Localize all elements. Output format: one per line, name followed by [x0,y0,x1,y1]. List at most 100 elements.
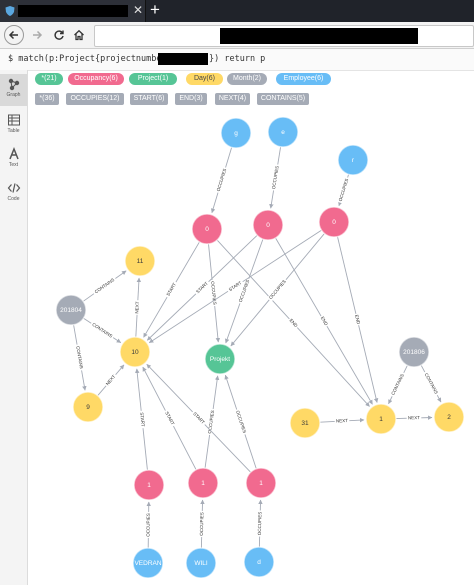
relationship-label: NEXT [134,301,140,314]
day-node[interactable]: 1 [365,403,397,435]
relationship-label: END [288,318,299,329]
day-node-circle[interactable] [72,391,104,423]
occupancy-node-circle[interactable] [191,213,223,245]
sidebar-item-label: Text [8,162,19,168]
rel-tag-all[interactable]: *(36) [35,93,59,105]
sidebar-item-label: Code [7,196,20,202]
day-node-circle[interactable] [289,407,321,439]
sidebar-item-label: Table [7,128,20,134]
node-caption: 9 [86,404,90,411]
occupancy-node[interactable]: 0 [252,209,284,241]
employee-node-circle[interactable] [267,116,299,148]
day-node-circle[interactable] [124,245,156,277]
employee-node-circle[interactable] [243,546,275,578]
employee-node[interactable]: r [337,144,369,176]
project-node[interactable]: Projekt [204,343,236,375]
browser-tab[interactable]: ✕ [0,0,146,22]
sidebar-item-graph[interactable]: Graph [0,74,27,106]
arrow-left-icon [8,30,18,40]
reload-button[interactable] [49,25,69,45]
occupancy-node[interactable]: 1 [187,467,219,499]
employee-node[interactable]: d [243,546,275,578]
occupancy-node-circle[interactable] [245,467,277,499]
employee-node-circle[interactable] [337,144,369,176]
label-pill-project[interactable]: Project(1) [129,73,177,85]
relationship-label: OCCUPIES [146,513,151,537]
occupancy-node[interactable]: 0 [191,213,223,245]
label-pill-day[interactable]: Day(6) [186,73,223,85]
relationship-label-background [334,417,350,425]
relationship-label: OCCUPIES [207,410,215,434]
day-node[interactable]: 31 [289,407,321,439]
relationship-label: OCCUPIES [210,281,217,305]
relationship-label-background [226,279,245,294]
occupancy-node-circle[interactable] [318,206,350,238]
label-pill-employee[interactable]: Employee(6) [276,73,331,85]
url-bar[interactable] [94,25,474,47]
back-button[interactable] [4,25,24,45]
day-node[interactable]: 9 [72,391,104,423]
relationship-label: CONTAINS [390,373,405,396]
occupancy-node[interactable]: 0 [318,206,350,238]
employee-node[interactable]: g [220,117,252,149]
day-node[interactable]: 10 [119,336,151,368]
sidebar-item-table[interactable]: Table [0,110,27,142]
label-pill-all[interactable]: *(21) [35,73,63,85]
occupancy-node[interactable]: 1 [133,469,165,501]
day-node-circle[interactable] [119,336,151,368]
occupancy-node-circle[interactable] [187,467,219,499]
project-node-circle[interactable] [204,343,236,375]
query-bar[interactable]: $ match(p:Project{projectnumber: }) retu… [0,49,474,71]
relationship-label: OCCUPIES [199,512,205,536]
employee-node[interactable]: WILI [185,547,217,579]
forward-button[interactable] [27,25,47,45]
relationship-label: CONTAINS [75,346,84,369]
relationship-label: NEXT [336,418,348,424]
month-node[interactable]: 201806 [398,336,430,368]
rel-tag-contains[interactable]: CONTAINS(5) [257,93,309,105]
employee-node-circle[interactable] [220,117,252,149]
node-caption: 201806 [403,349,425,356]
month-node-circle[interactable] [55,294,87,326]
rel-tag-occupies[interactable]: OCCUPIES(12) [66,93,124,105]
relationship-label-background [193,279,211,297]
rel-tag-next[interactable]: NEXT(4) [215,93,250,105]
rel-tag-end[interactable]: END(3) [175,93,207,105]
employee-node[interactable]: e [267,116,299,148]
node-caption: 1 [147,482,151,489]
occupancy-node[interactable]: 1 [245,467,277,499]
day-node[interactable]: 11 [124,245,156,277]
employee-node[interactable]: VEDRAN [132,547,164,579]
occupancy-node-circle[interactable] [252,209,284,241]
day-node-circle[interactable] [365,403,397,435]
day-node[interactable]: 2 [433,401,465,433]
month-node[interactable]: 201804 [55,294,87,326]
table-icon [7,114,20,126]
relationship-label: OCCUPIES [338,178,350,202]
query-text: $ match(p:Project{projectnumber: [8,54,172,64]
employee-node-circle[interactable] [132,547,164,579]
new-tab-button[interactable]: + [150,0,160,19]
month-node-circle[interactable] [398,336,430,368]
rel-tag-start[interactable]: START(6) [130,93,168,105]
sidebar-item-text[interactable]: Text [0,144,27,176]
node-caption: 10 [131,349,139,356]
relationship-label-background [198,510,206,538]
day-node-circle[interactable] [433,401,465,433]
firefox-shield-icon [5,6,15,16]
occupancy-node-circle[interactable] [133,469,165,501]
relationship-label-background [266,277,289,302]
employee-node-circle[interactable] [185,547,217,579]
query-text-suffix: }) return p [209,54,266,64]
tab-close-icon[interactable]: ✕ [133,3,144,17]
relationship-label-background [190,409,207,427]
label-pill-month[interactable]: Month(2) [227,73,267,85]
relationship-label-background [256,510,264,537]
home-button[interactable] [69,25,89,45]
sidebar-item-code[interactable]: Code [0,178,27,210]
label-pill-occupancy[interactable]: Occupancy(6) [68,73,124,85]
tab-title-redacted [18,5,128,17]
relationship-label: END [354,314,361,325]
home-icon [74,29,84,41]
